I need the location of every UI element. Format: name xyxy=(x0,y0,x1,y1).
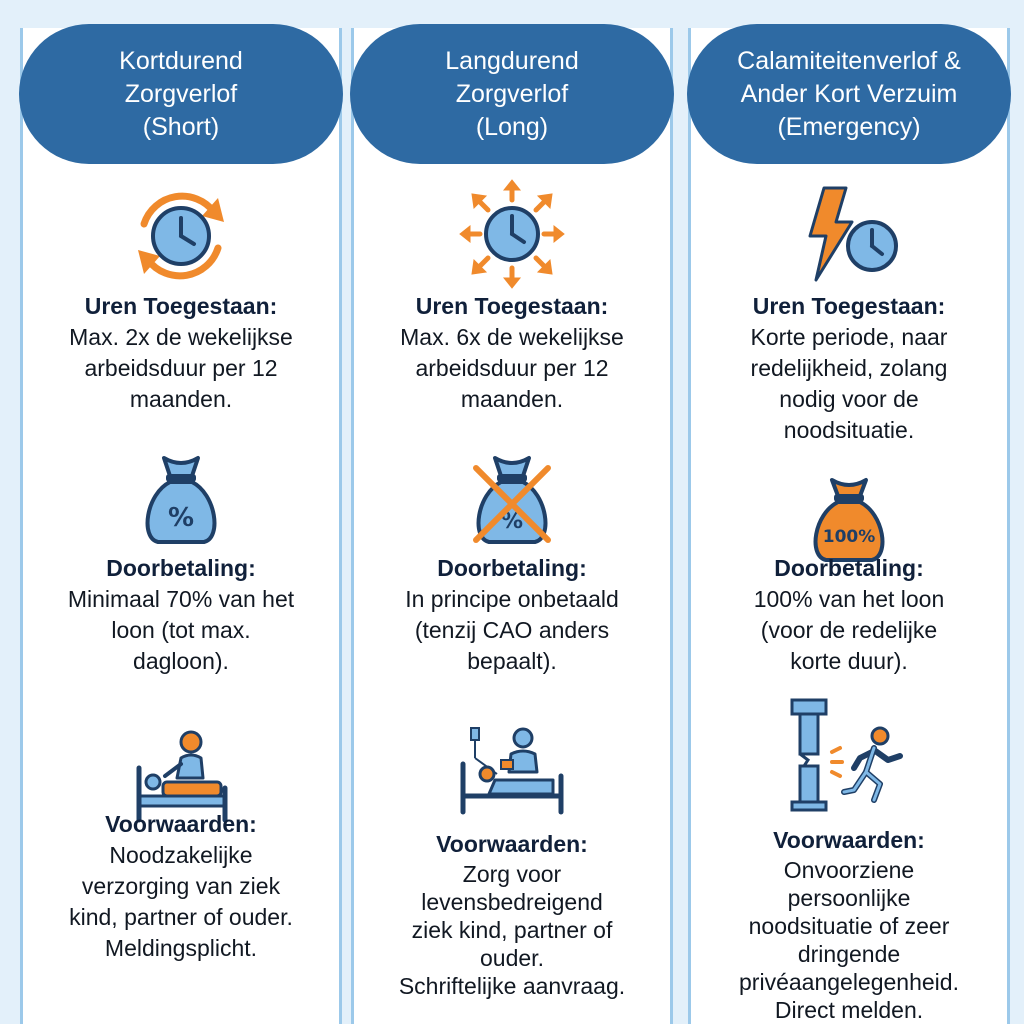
money-bag-percent-icon: % xyxy=(145,456,217,544)
column-long-leave: Langdurend Zorgverlof (Long) Uren Toeges… xyxy=(350,24,674,1024)
hours-label: Uren Toegestaan: xyxy=(415,293,609,319)
hours-label: Uren Toegestaan: xyxy=(84,293,278,319)
conditions-line: kind, partner of ouder. xyxy=(69,904,293,930)
hours-line: noodsituatie. xyxy=(783,417,915,443)
hours-text: Max. 6x de wekelijkse arbeidsduur per 12… xyxy=(354,322,670,415)
conditions-text: Onvoorziene persoonlijke noodsituatie of… xyxy=(691,856,1007,1024)
header-line: (Short) xyxy=(142,112,220,141)
hours-line: arbeidsduur per 12 xyxy=(84,355,278,381)
header-line: Calamiteitenverlof & xyxy=(737,46,961,75)
clock-cycle-icon xyxy=(138,192,224,280)
pay-label: Doorbetaling: xyxy=(106,555,256,581)
pay-line: In principe onbetaald xyxy=(405,586,619,612)
pay-text: In principe onbetaald (tenzij CAO anders… xyxy=(354,584,670,677)
hours-line: Max. 2x de wekelijkse xyxy=(69,324,293,350)
pay-line: 100% van het loon xyxy=(753,586,945,612)
emergency-exit-icon xyxy=(790,698,903,812)
pay-section: Doorbetaling: 100% van het loon (voor de… xyxy=(691,552,1007,677)
conditions-line: noodsituatie of zeer xyxy=(748,913,950,939)
header-line: Zorgverlof xyxy=(124,79,238,108)
hours-line: Max. 6x de wekelijkse xyxy=(400,324,624,350)
conditions-line: Meldingsplicht. xyxy=(104,935,258,961)
conditions-section: Voorwaarden: Noodzakelijke verzorging va… xyxy=(23,808,339,964)
pay-line: loon (tot max. xyxy=(111,617,251,643)
hours-text: Max. 2x de wekelijkse arbeidsduur per 12… xyxy=(23,322,339,415)
hours-label: Uren Toegestaan: xyxy=(752,293,946,319)
header-line: Kortdurend xyxy=(119,46,243,75)
money-bag-crossed-icon: % xyxy=(473,456,551,544)
pay-text: Minimaal 70% van het loon (tot max. dagl… xyxy=(23,584,339,677)
conditions-line: Schriftelijke aanvraag. xyxy=(398,973,626,999)
hours-line: redelijkheid, zolang xyxy=(750,355,948,381)
pay-text: 100% van het loon (voor de redelijke kor… xyxy=(691,584,1007,677)
header-line: Langdurend xyxy=(445,46,579,75)
pay-line: korte duur). xyxy=(790,648,908,674)
conditions-label: Voorwaarden: xyxy=(105,811,257,837)
column-header: Kortdurend Zorgverlof (Short) xyxy=(19,24,343,164)
pay-icon-text: % xyxy=(501,509,523,534)
pay-line: Minimaal 70% van het xyxy=(67,586,295,612)
conditions-label: Voorwaarden: xyxy=(436,831,588,857)
pay-icon-text: 100% xyxy=(823,527,876,547)
conditions-line: levensbedreigend xyxy=(421,889,603,915)
conditions-line: dringende xyxy=(797,941,901,967)
hours-section: Uren Toegestaan: Max. 2x de wekelijkse a… xyxy=(23,290,339,415)
conditions-section: Voorwaarden: Onvoorziene persoonlijke no… xyxy=(691,824,1007,1024)
caregiver-bed-icon xyxy=(136,730,228,823)
conditions-line: persoonlijke xyxy=(787,885,911,911)
hospital-bed-icon xyxy=(460,727,564,815)
header-line: (Emergency) xyxy=(777,112,921,141)
column-short-leave: Kortdurend Zorgverlof (Short) Uren Toege… xyxy=(19,24,343,1024)
column-header: Calamiteitenverlof & Ander Kort Verzuim … xyxy=(687,24,1011,164)
hours-line: Korte periode, naar xyxy=(750,324,948,350)
pay-line: (voor de redelijke xyxy=(760,617,938,643)
conditions-line: Zorg voor xyxy=(462,861,562,887)
pay-line: bepaalt). xyxy=(467,648,557,674)
hours-line: nodig voor de xyxy=(779,386,919,412)
conditions-line: ziek kind, partner of xyxy=(411,917,613,943)
column-emergency-leave: Calamiteitenverlof & Ander Kort Verzuim … xyxy=(687,24,1011,1024)
hours-section: Uren Toegestaan: Korte periode, naar red… xyxy=(691,290,1007,446)
hours-line: maanden. xyxy=(460,386,564,412)
conditions-line: verzorging van ziek xyxy=(81,873,281,899)
pay-icon-text: % xyxy=(168,503,194,533)
money-bag-100-icon: 100% xyxy=(813,478,885,562)
header-line: (Long) xyxy=(475,112,549,141)
hours-section: Uren Toegestaan: Max. 6x de wekelijkse a… xyxy=(354,290,670,415)
conditions-section: Voorwaarden: Zorg voor levensbedreigend … xyxy=(354,828,670,1000)
conditions-line: Noodzakelijke xyxy=(109,842,253,868)
conditions-text: Zorg voor levensbedreigend ziek kind, pa… xyxy=(354,860,670,1000)
conditions-label: Voorwaarden: xyxy=(773,827,925,853)
clock-expand-icon xyxy=(459,179,565,289)
column-header: Langdurend Zorgverlof (Long) xyxy=(350,24,674,164)
conditions-text: Noodzakelijke verzorging van ziek kind, … xyxy=(23,840,339,964)
conditions-line: Direct melden. xyxy=(774,997,924,1023)
header-line: Zorgverlof xyxy=(455,79,569,108)
hours-line: maanden. xyxy=(129,386,233,412)
pay-section: Doorbetaling: In principe onbetaald (ten… xyxy=(354,552,670,677)
conditions-line: privéaangelegenheid. xyxy=(739,969,959,995)
hours-line: arbeidsduur per 12 xyxy=(415,355,609,381)
hours-text: Korte periode, naar redelijkheid, zolang… xyxy=(691,322,1007,446)
conditions-line: Onvoorziene xyxy=(783,857,915,883)
lightning-clock-icon xyxy=(808,186,898,282)
pay-section: Doorbetaling: Minimaal 70% van het loon … xyxy=(23,552,339,677)
pay-line: (tenzij CAO anders xyxy=(414,617,610,643)
conditions-line: ouder. xyxy=(480,945,544,971)
header-line: Ander Kort Verzuim xyxy=(740,79,958,108)
pay-line: dagloon). xyxy=(133,648,229,674)
pay-label: Doorbetaling: xyxy=(774,555,924,581)
pay-label: Doorbetaling: xyxy=(437,555,587,581)
